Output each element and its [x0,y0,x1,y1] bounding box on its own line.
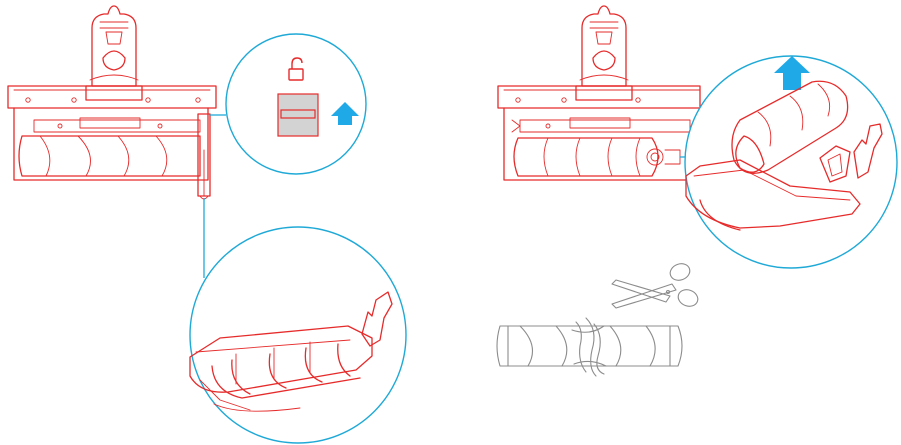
latch-button [278,94,318,136]
roller-left [19,136,200,176]
scissors-icon [612,261,700,309]
roller-right [514,138,680,176]
callout-roller-release [190,227,406,443]
housing-top-left [8,86,216,108]
floor-head-left [8,6,216,199]
callout-roller-lift [685,56,897,268]
roller-cut-hair [497,318,682,376]
floor-head-right [498,6,700,180]
callout-unlock [226,34,366,174]
